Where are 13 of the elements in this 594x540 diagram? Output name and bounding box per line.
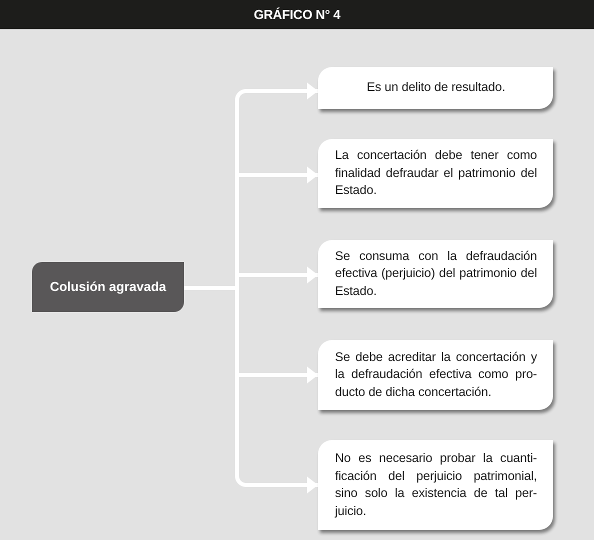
process-box	[318, 139, 553, 208]
box-text: Es un delito de resultado.	[366, 79, 506, 96]
process-box	[318, 340, 553, 410]
process-box	[318, 67, 553, 109]
box-text: La concertación debe tener como finalidad defraudar el patrimonio del Estado.	[335, 147, 537, 200]
topic-box	[32, 262, 184, 312]
box-text: No es necesario probar la cuanti-ficación del perjuicio patrimonial, sino solo la existencia de tal per-juicio.	[335, 450, 537, 520]
box-text: Se debe acreditar la concertación y la defraudación efectiva como pro-ducto de dicha concertación.	[335, 348, 537, 401]
process-box	[318, 440, 553, 530]
diagram-title: GRÁFICO N° 4	[254, 6, 340, 22]
box-text: Se consuma con la defraudación efectiva (perjuicio) del patrimonio del Estado.	[335, 248, 537, 300]
topic-label: Colusión agravada	[50, 279, 166, 295]
process-box	[318, 240, 553, 308]
